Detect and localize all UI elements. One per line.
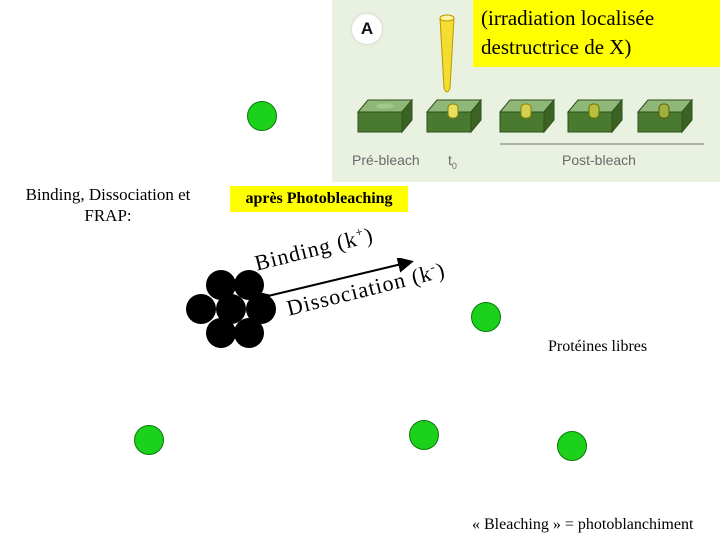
complex-disc: [206, 318, 236, 348]
free-protein-bead: [409, 420, 439, 450]
panel-letter-badge: A: [352, 14, 382, 44]
double-headed-arrow-icon: [260, 258, 414, 307]
free-protein-bead: [557, 431, 587, 461]
free-proteins-label: Protéines libres: [548, 338, 648, 355]
free-protein-bead: [247, 101, 277, 131]
left-title-line-2: FRAP:: [84, 206, 132, 225]
pre-bleach-label: Pré-bleach: [352, 152, 420, 168]
callout-line-1: (irradiation localisée: [481, 6, 655, 30]
laser-pipette-icon: [439, 17, 455, 93]
post-bleach-label: Post-bleach: [562, 152, 636, 168]
sample-box-t0-icon: [425, 98, 483, 134]
sample-box-post3-icon: [636, 98, 694, 134]
bleaching-definition: « Bleaching » = photoblanchiment: [472, 516, 694, 533]
t0-label: t0: [448, 152, 457, 171]
equilibrium-arrow: [260, 258, 414, 307]
sample-box-pre-icon: [356, 98, 414, 134]
left-title-line-1: Binding, Dissociation et: [25, 185, 191, 204]
after-photobleaching-label: après Photobleaching: [230, 186, 408, 212]
complex-disc: [186, 294, 216, 324]
irradiation-callout: (irradiation localisée destructrice de X…: [473, 0, 720, 67]
frap-illustration: [356, 14, 704, 145]
callout-line-2: destructrice de X): [481, 35, 632, 59]
bleached-complex: [186, 270, 278, 348]
sample-box-post1-icon: [498, 98, 556, 134]
complex-disc: [234, 318, 264, 348]
left-title: Binding, Dissociation et FRAP:: [14, 184, 202, 226]
free-protein-bead: [134, 425, 164, 455]
free-protein-bead: [471, 302, 501, 332]
sample-box-post2-icon: [566, 98, 624, 134]
